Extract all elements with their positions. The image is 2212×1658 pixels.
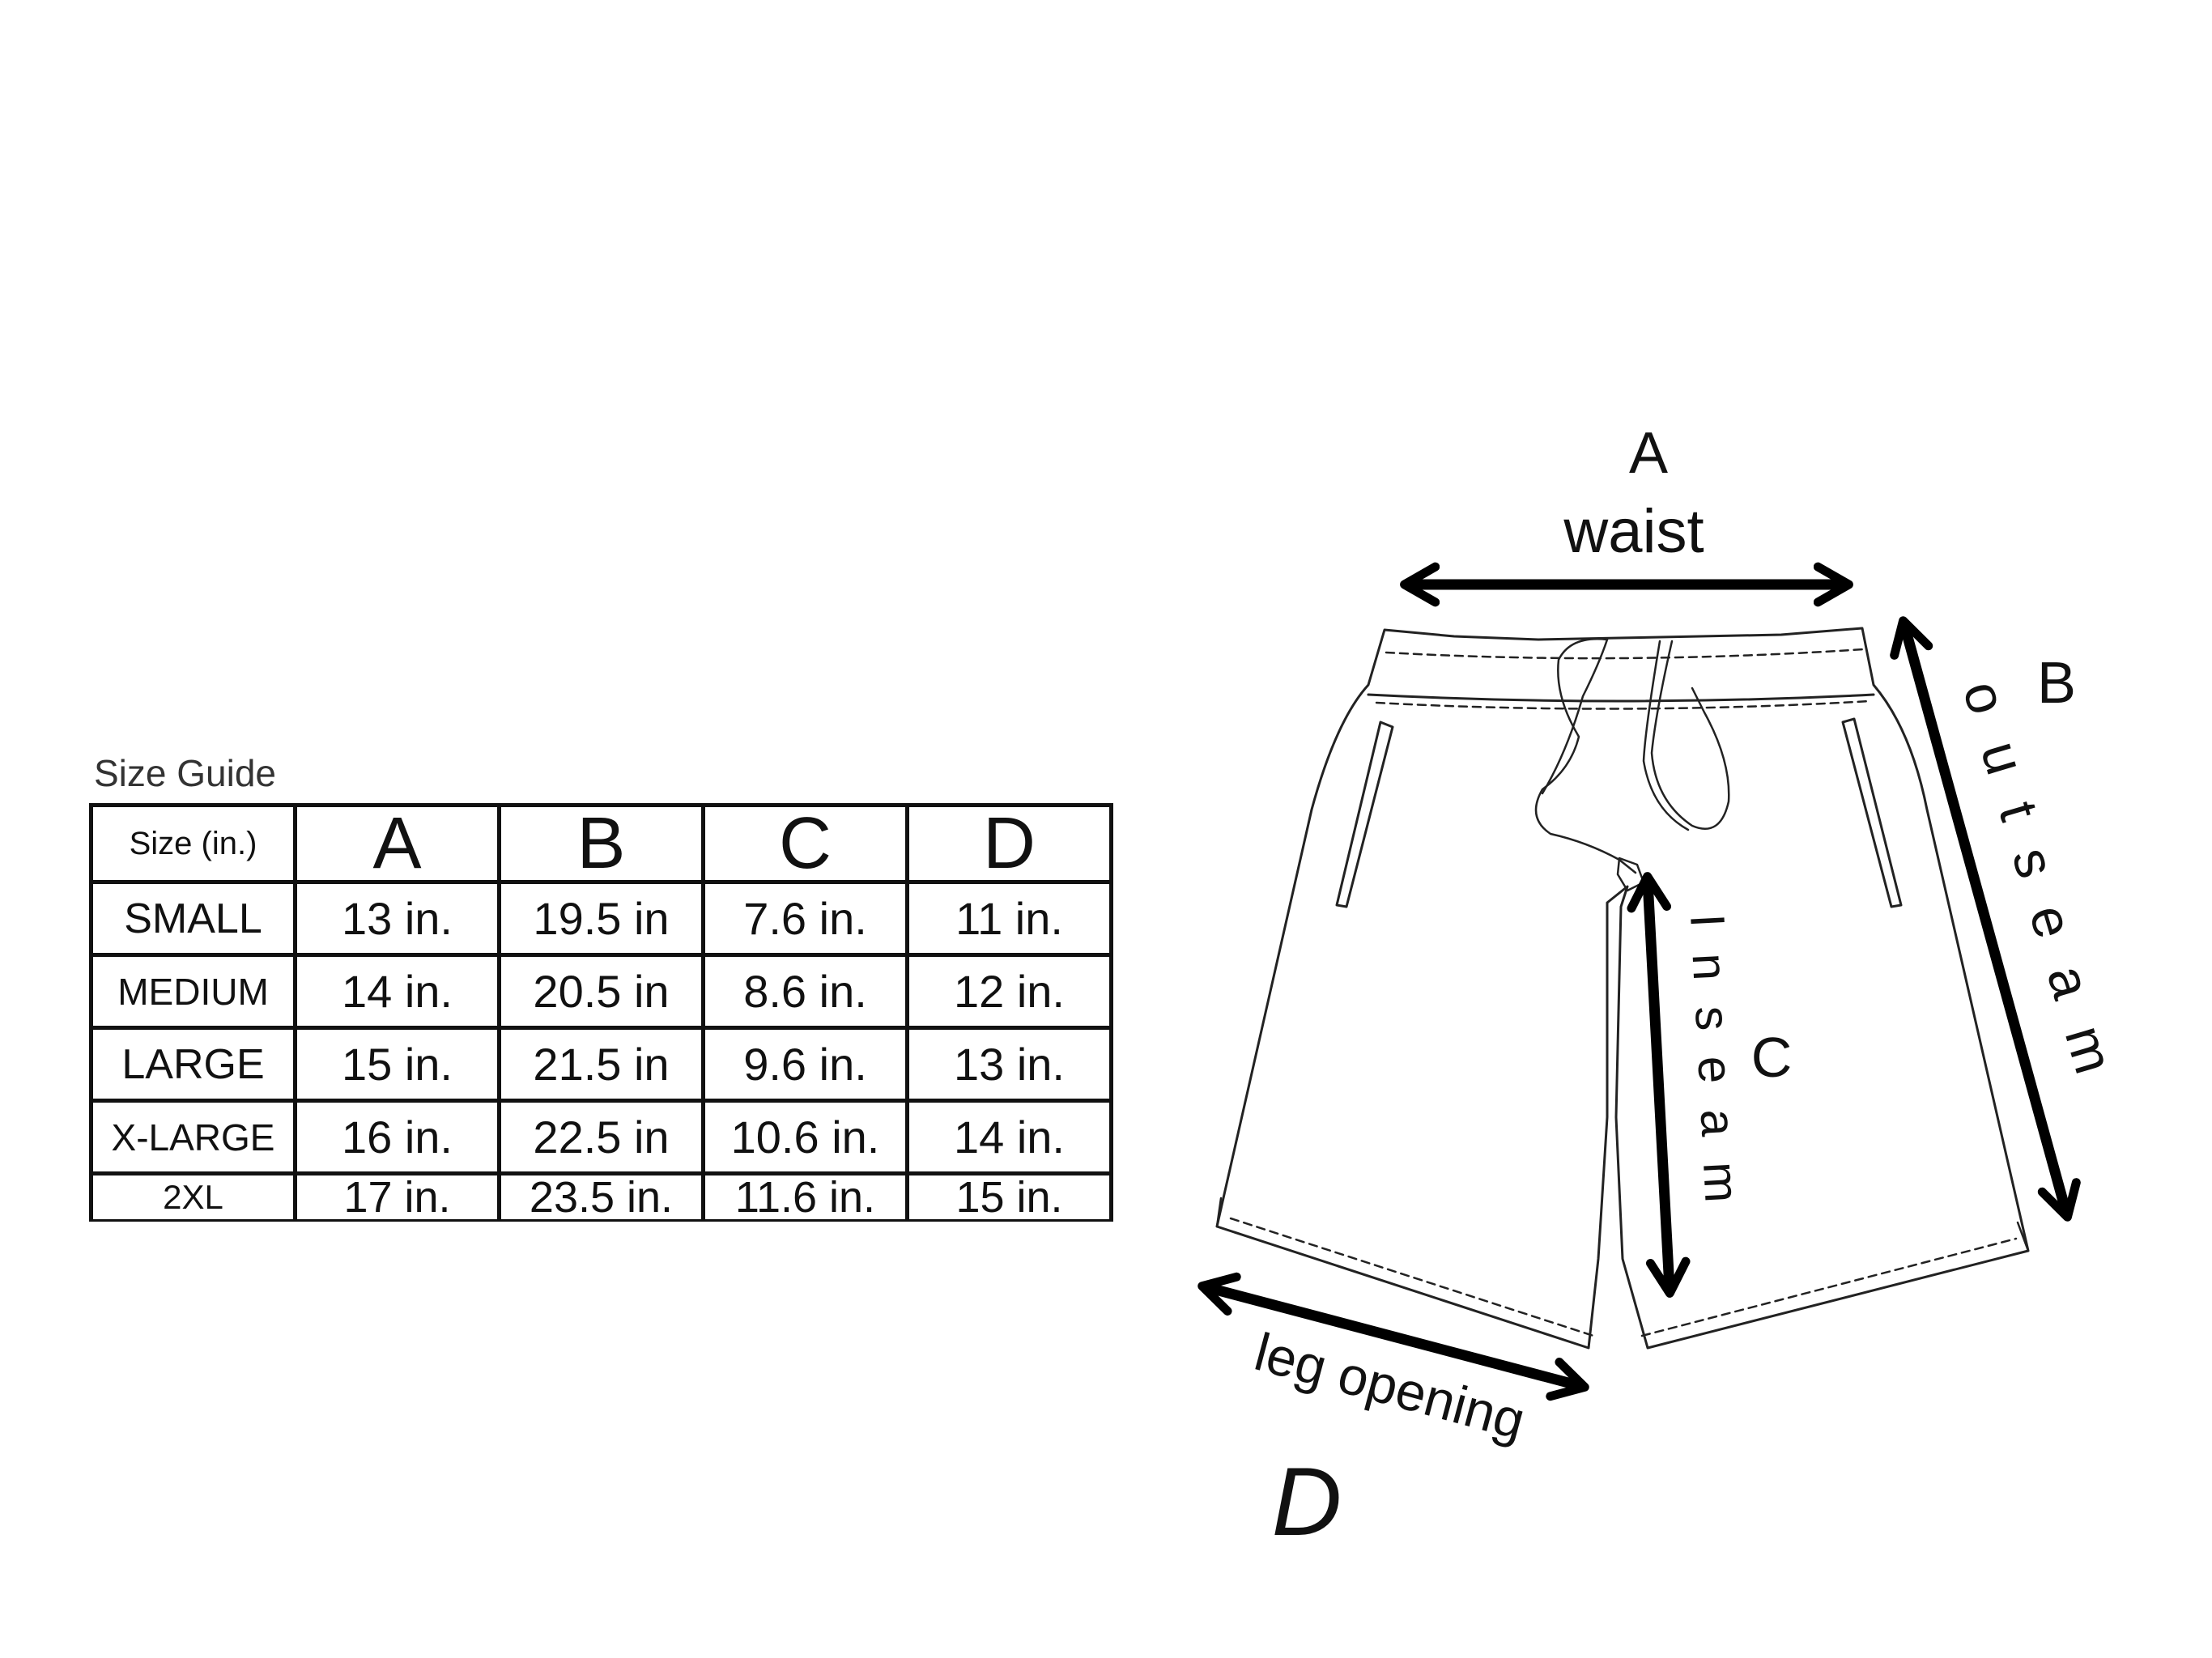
size-label: SMALL [89,880,297,957]
waistband-line [1367,693,1875,703]
drawstring [1541,638,1609,795]
table-cell: 12 in. [905,953,1113,1030]
inseam-label: Inseam [1680,912,1750,1230]
waist-label: waist [1563,497,1704,566]
drawstring [1642,640,1690,831]
hem-line-left [1215,1197,1223,1228]
table-cell: 17 in. [293,1171,501,1222]
hem-line-right [2016,1221,2030,1252]
measurement-arrows [1197,562,2081,1401]
table-row: MEDIUM 14 in. 20.5 in 8.6 in. 12 in. [89,953,1113,1030]
size-guide-title: Size Guide [94,752,277,794]
table-cell: 19.5 in [497,880,705,957]
table-cell: 11.6 in. [701,1171,909,1222]
table-cell: 13 in. [293,880,501,957]
inseam-letter: C [1751,1026,1793,1089]
table-cell: 20.5 in [497,953,705,1030]
size-column-header: Size (in.) [89,803,297,884]
outseam-letter: B [2037,651,2076,716]
column-header-c: C [701,803,909,884]
size-label: LARGE [89,1026,297,1103]
column-header-d: D [905,803,1113,884]
table-cell: 11 in. [905,880,1113,957]
shorts-illustration [1215,627,2030,1350]
shorts-outline [1215,627,2030,1350]
outseam-arrow [1890,616,2081,1222]
table-row: X-LARGE 16 in. 22.5 in 10.6 in. 14 in. [89,1099,1113,1175]
leg-opening-letter: D [1272,1448,1342,1556]
table-cell: 22.5 in [497,1099,705,1175]
table-cell: 14 in. [293,953,501,1030]
table-row: SMALL 13 in. 19.5 in 7.6 in. 11 in. [89,880,1113,957]
table-header-row: Size (in.) A B C D [89,803,1113,884]
table-cell: 7.6 in. [701,880,909,957]
leg-opening-arrow [1197,1272,1589,1401]
column-header-b: B [497,803,705,884]
table-row: 2XL 17 in. 23.5 in. 11.6 in. 15 in. [89,1171,1113,1222]
table-cell: 23.5 in. [497,1171,705,1222]
drawstring [1534,638,1637,874]
table-cell: 14 in. [905,1099,1113,1175]
waistband-stitch [1385,648,1865,660]
table-row: LARGE 15 in. 21.5 in 9.6 in. 13 in. [89,1026,1113,1103]
table-cell: 13 in. [905,1026,1113,1103]
size-label: 2XL [89,1171,297,1222]
table-cell: 8.6 in. [701,953,909,1030]
drawstring [1650,640,1730,830]
waist-letter: A [1629,421,1668,486]
hem-stitch-right [1640,1237,2018,1337]
size-label: X-LARGE [89,1099,297,1175]
table-cell: 9.6 in. [701,1026,909,1103]
drawstring-tip [1616,857,1645,892]
size-table: Size (in.) A B C D SMALL 13 in. 19.5 in … [89,803,1113,1222]
table-cell: 15 in. [293,1026,501,1103]
pocket-left [1335,721,1394,908]
waistband-stitch [1375,699,1872,710]
hem-stitch-left [1229,1217,1595,1337]
size-label: MEDIUM [89,953,297,1030]
table-cell: 10.6 in. [701,1099,909,1175]
column-header-a: A [293,803,501,884]
inseam-arrow [1627,872,1691,1298]
pocket-right [1841,717,1903,908]
table-cell: 21.5 in [497,1026,705,1103]
table-cell: 16 in. [293,1099,501,1175]
table-cell: 15 in. [905,1171,1113,1222]
